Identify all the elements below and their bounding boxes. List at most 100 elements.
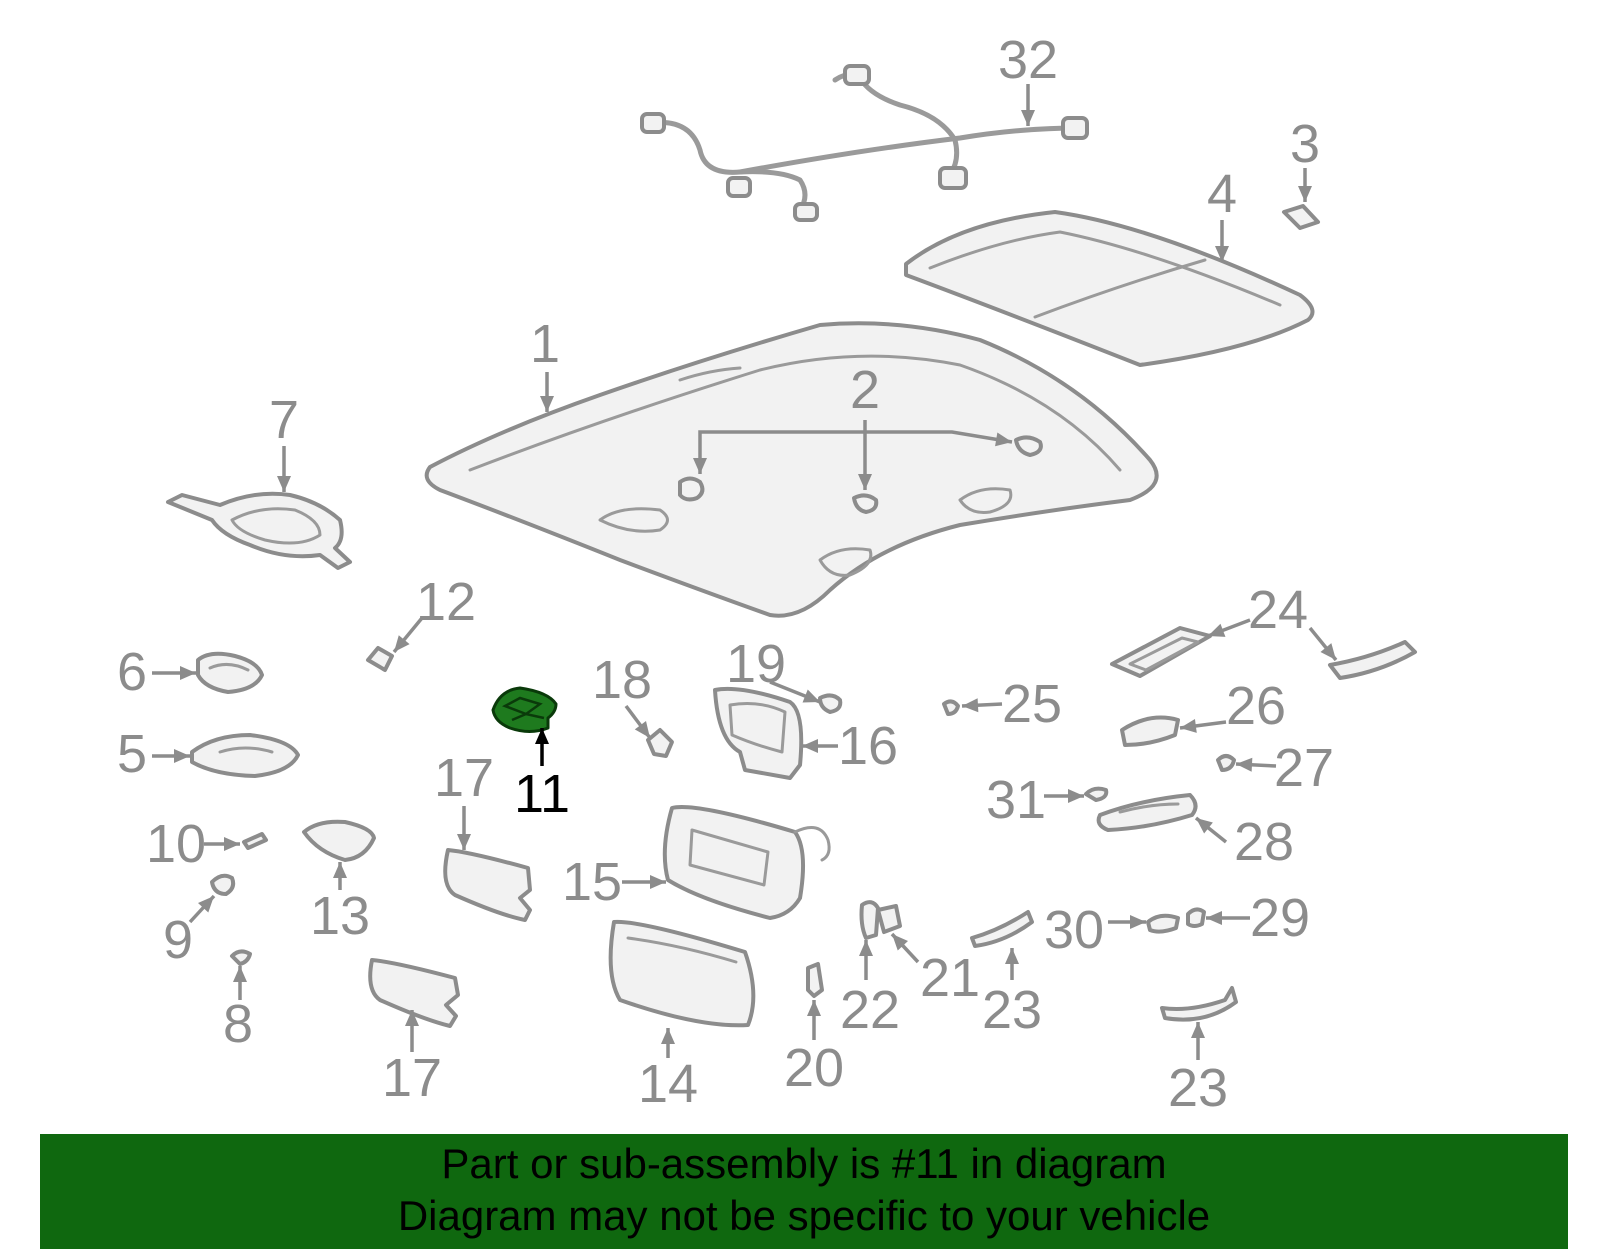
part-23-handle-lower	[1160, 986, 1238, 1022]
part-11-highlighted	[491, 686, 558, 733]
leader-29-arrowhead	[1206, 911, 1222, 925]
callout-24: 24	[1248, 580, 1308, 640]
part-2-clips	[678, 435, 1043, 514]
callout-22: 22	[840, 980, 900, 1040]
callout-6: 6	[117, 642, 147, 702]
part-4-sunroof-panel	[904, 210, 1315, 367]
part-25-clip	[942, 699, 960, 716]
callout-4: 4	[1207, 164, 1237, 224]
callout-1: 1	[530, 314, 560, 374]
part-3-pad	[1282, 204, 1320, 230]
part-29-clip	[1186, 907, 1206, 928]
callout-23-upper: 23	[982, 980, 1042, 1040]
leader-12-arrowhead	[394, 635, 410, 652]
callout-28: 28	[1234, 812, 1294, 872]
callout-23-lower: 23	[1168, 1058, 1228, 1118]
part-17-visor-cover-upper	[443, 848, 532, 922]
banner-line-1: Part or sub-assembly is #11 in diagram	[441, 1140, 1167, 1187]
part-15-visor-mirror	[662, 805, 831, 920]
part-24-lamp-lens	[1110, 626, 1212, 678]
callout-25: 25	[1002, 674, 1062, 734]
callout-27: 27	[1274, 738, 1334, 798]
callout-21: 21	[920, 948, 980, 1008]
leader-23b-arrowhead	[1191, 1022, 1205, 1038]
part-16-frame	[713, 686, 804, 780]
info-banner: Part or sub-assembly is #11 in diagram D…	[40, 1134, 1568, 1249]
part-21-bracket	[876, 904, 902, 934]
callout-29: 29	[1250, 888, 1310, 948]
leader-5-arrowhead	[174, 749, 190, 763]
leader-16-arrowhead	[802, 739, 818, 753]
leader-17b-arrowhead	[405, 1010, 419, 1026]
leader-24b-arrowhead	[1320, 643, 1336, 660]
part-12-clip	[366, 646, 394, 672]
callout-3: 3	[1290, 114, 1320, 174]
leader-8-arrowhead	[233, 966, 247, 982]
leader-19-arrowhead	[802, 689, 820, 703]
callout-8: 8	[223, 994, 253, 1054]
callout-11: 11	[514, 764, 570, 824]
callout-7: 7	[269, 390, 299, 450]
part-23-handle-upper	[970, 910, 1034, 948]
callout-17-lower: 17	[382, 1048, 442, 1108]
callout-15: 15	[562, 852, 622, 912]
callout-labels: 1 2 3 4 5 6 7 8 9 10 11 12 13 14 15 16 1…	[117, 30, 1334, 1118]
leader-25-arrowhead	[962, 698, 979, 713]
part-6-lamp-base	[196, 651, 264, 694]
leader-23a-arrowhead	[1005, 948, 1019, 964]
leader-20-arrowhead	[807, 1000, 821, 1016]
callout-17-upper: 17	[434, 748, 494, 808]
part-5-dome-lamp	[190, 733, 300, 778]
leader-14-arrowhead	[661, 1028, 675, 1044]
callout-20: 20	[784, 1038, 844, 1098]
callout-10: 10	[146, 814, 206, 874]
part-24-handle	[1328, 640, 1417, 680]
callout-30: 30	[1044, 900, 1104, 960]
leader-17a-arrowhead	[457, 834, 471, 850]
part-7-frame	[166, 491, 352, 570]
leader-3-arrowhead	[1298, 186, 1312, 202]
leader-2c	[865, 430, 1013, 444]
leader-2c-arrowhead	[995, 432, 1012, 447]
callout-14: 14	[638, 1054, 698, 1114]
part-26-lamp	[1120, 715, 1180, 747]
callout-18: 18	[592, 650, 652, 710]
part-18-clip	[646, 728, 674, 758]
callout-32: 32	[998, 30, 1058, 90]
part-17-visor-cover-lower	[368, 958, 460, 1028]
leader-11-arrowhead	[535, 728, 549, 744]
leader-30-arrowhead	[1130, 915, 1146, 929]
part-13-lens	[302, 819, 376, 862]
callout-19: 19	[726, 634, 786, 694]
callout-9: 9	[163, 910, 193, 970]
part-30-clip	[1146, 913, 1180, 934]
leader-6-arrowhead	[180, 666, 196, 680]
callout-5: 5	[117, 724, 147, 784]
leader-lines	[152, 84, 1338, 1060]
part-1-headliner	[424, 321, 1159, 618]
leader-18-arrowhead	[634, 721, 650, 738]
leader-15-arrowhead	[650, 875, 666, 889]
callout-26: 26	[1226, 676, 1286, 736]
leader-2a-arrowhead	[858, 474, 872, 490]
leader-22-arrowhead	[859, 940, 873, 956]
leader-28-arrowhead	[1196, 818, 1213, 834]
part-22-bracket	[859, 900, 880, 940]
callout-31: 31	[986, 770, 1046, 830]
part-31-clip	[1084, 786, 1109, 802]
part-8-clip	[230, 949, 252, 966]
part-27-clip	[1216, 754, 1236, 772]
leader-21-arrowhead	[892, 934, 909, 951]
banner-line-2: Diagram may not be specific to your vehi…	[397, 1192, 1211, 1239]
part-19-clip	[818, 693, 843, 714]
leader-2b-arrowhead	[693, 458, 707, 474]
leader-13-arrowhead	[333, 862, 347, 878]
leader-24a-arrowhead	[1208, 623, 1226, 637]
part-20-pin	[806, 962, 824, 998]
leader-27-arrowhead	[1236, 757, 1253, 772]
callout-12: 12	[416, 572, 476, 632]
leader-1-arrowhead	[540, 396, 554, 412]
callout-2: 2	[850, 360, 880, 420]
callout-16: 16	[838, 716, 898, 776]
